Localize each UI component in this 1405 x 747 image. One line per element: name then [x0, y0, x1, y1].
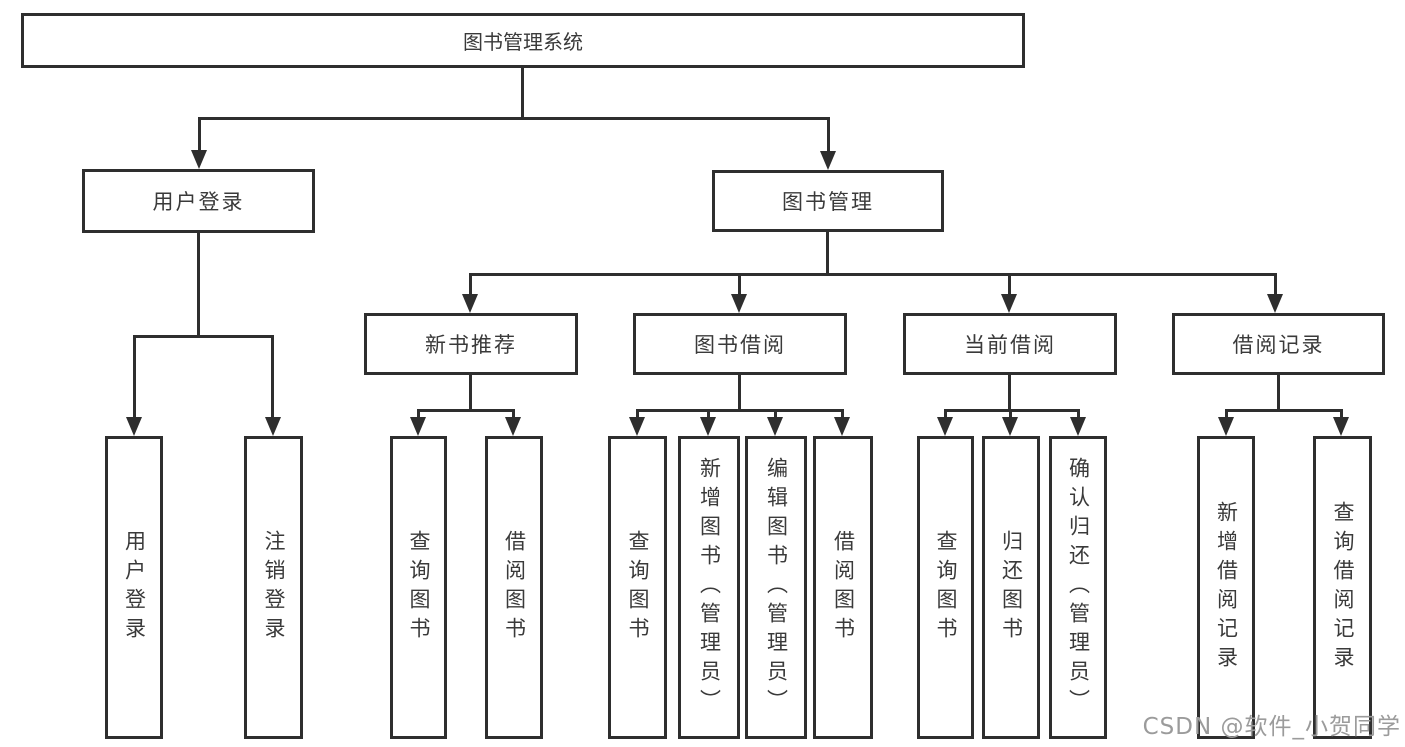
node-label: 新增图书（管理员） [697, 457, 722, 718]
node-label: 查询借阅记录 [1331, 500, 1355, 675]
arrowhead-icon [265, 417, 281, 436]
connector-line [1340, 409, 1343, 421]
node-label: 归还图书 [999, 529, 1024, 646]
leaf-borrow-books: 借阅图书 [813, 436, 873, 739]
arrowhead-icon [505, 417, 521, 436]
connector-line [1225, 409, 1228, 421]
arrowhead-icon [1267, 294, 1283, 313]
arrowhead-icon [834, 417, 850, 436]
node-label: 图书管理 [782, 190, 874, 214]
connector-line [944, 409, 947, 421]
arrowhead-icon [937, 417, 953, 436]
connector-line [1008, 375, 1011, 409]
node-label: 图书借阅 [694, 333, 786, 357]
node-label: 图书管理系统 [463, 30, 583, 54]
node-label: 新增借阅记录 [1214, 500, 1239, 675]
connector-line [1274, 273, 1277, 298]
connector-line [636, 409, 844, 412]
connector-line [707, 409, 710, 421]
leaf-add-books-admin: 新增图书（管理员） [678, 436, 740, 739]
leaf-user-login: 用户登录 [105, 436, 163, 739]
connector-line [827, 117, 830, 155]
node-label: 查询图书 [626, 529, 650, 646]
leaf-edit-books-admin: 编辑图书（管理员） [745, 436, 807, 739]
leaf-query-books-recommend: 查询图书 [390, 436, 447, 739]
node-label: 借阅图书 [831, 529, 856, 646]
node-current-borrowing: 当前借阅 [903, 313, 1117, 375]
leaf-logout: 注销登录 [244, 436, 303, 739]
node-book-management: 图书管理 [712, 170, 944, 232]
arrowhead-icon [1333, 417, 1349, 436]
connector-line [198, 117, 201, 155]
connector-line [944, 409, 1080, 412]
leaf-query-borrow-record: 查询借阅记录 [1313, 436, 1372, 739]
node-user-login: 用户登录 [82, 169, 315, 233]
connector-line [1225, 409, 1342, 412]
node-label: 确认归还（管理员） [1066, 457, 1091, 718]
arrowhead-icon [1001, 294, 1017, 313]
leaf-add-borrow-record: 新增借阅记录 [1197, 436, 1255, 739]
arrowhead-icon [1002, 417, 1018, 436]
connector-line [738, 273, 741, 298]
node-label: 查询图书 [934, 529, 958, 646]
node-borrowing-records: 借阅记录 [1172, 313, 1385, 375]
arrowhead-icon [700, 417, 716, 436]
leaf-borrow-books-recommend: 借阅图书 [485, 436, 543, 739]
leaf-query-books-current: 查询图书 [917, 436, 974, 739]
leaf-return-books: 归还图书 [982, 436, 1040, 739]
connector-line [1277, 375, 1280, 409]
connector-line [198, 117, 830, 120]
connector-line [841, 409, 844, 421]
leaf-confirm-return-admin: 确认归还（管理员） [1049, 436, 1107, 739]
arrowhead-icon [462, 294, 478, 313]
node-root-library-system: 图书管理系统 [21, 13, 1025, 68]
node-label: 编辑图书（管理员） [764, 457, 789, 718]
connector-line [1077, 409, 1080, 421]
node-new-book-recommendation: 新书推荐 [364, 313, 578, 375]
node-label: 新书推荐 [425, 333, 517, 357]
connector-line [417, 409, 515, 412]
arrowhead-icon [126, 417, 142, 436]
arrowhead-icon [191, 150, 207, 169]
connector-line [512, 409, 515, 421]
connector-line [636, 409, 639, 421]
node-label: 注销登录 [262, 529, 286, 646]
leaf-query-books-borrowing: 查询图书 [608, 436, 667, 739]
connector-line [133, 335, 274, 338]
node-label: 借阅记录 [1232, 333, 1325, 357]
connector-line [738, 375, 741, 409]
arrowhead-icon [767, 417, 783, 436]
arrowhead-icon [1070, 417, 1086, 436]
node-label: 当前借阅 [964, 333, 1056, 357]
node-label: 用户登录 [152, 190, 245, 214]
node-label: 借阅图书 [502, 529, 527, 646]
connector-line [271, 335, 274, 420]
node-label: 查询图书 [407, 529, 431, 646]
connector-line [826, 232, 829, 273]
arrowhead-icon [410, 417, 426, 436]
connector-line [469, 375, 472, 409]
connector-line [133, 335, 136, 420]
arrowhead-icon [629, 417, 645, 436]
arrowhead-icon [731, 294, 747, 313]
connector-line [417, 409, 420, 421]
arrowhead-icon [820, 151, 836, 170]
connector-line [774, 409, 777, 421]
node-label: 用户登录 [122, 529, 147, 646]
node-book-borrowing: 图书借阅 [633, 313, 847, 375]
connector-line [521, 68, 524, 117]
connector-line [1008, 273, 1011, 298]
connector-line [1009, 409, 1012, 421]
connector-line [469, 273, 472, 298]
arrowhead-icon [1218, 417, 1234, 436]
connector-line [469, 273, 1277, 276]
connector-line [197, 233, 200, 335]
watermark: CSDN @软件_小贺同学 [1142, 714, 1401, 740]
